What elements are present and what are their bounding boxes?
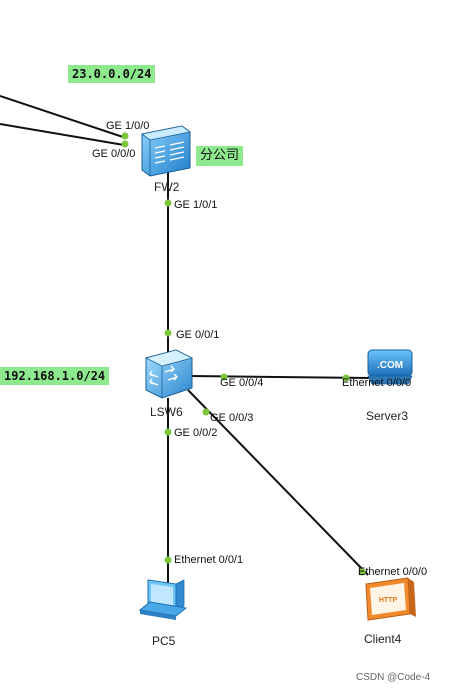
link-switch-client <box>187 389 369 576</box>
port-label-sw-ge002: GE 0/0/2 <box>174 427 218 439</box>
link-wan-upper <box>0 95 127 139</box>
device-name-fw[interactable]: FW2 <box>154 180 180 194</box>
port-dot-pc-eth <box>164 556 172 564</box>
port-dot-client-eth <box>358 568 366 576</box>
pc-icon[interactable] <box>138 579 188 620</box>
port-dot-sw-ge002 <box>164 428 172 436</box>
port-label-sw-ge003: GE 0/0/3 <box>210 412 254 424</box>
port-label-sw-ge001: GE 0/0/1 <box>176 329 220 341</box>
server-icon[interactable]: .COM <box>367 349 413 385</box>
link-switch-server <box>189 375 371 379</box>
port-dot-fw-ge000 <box>121 140 129 148</box>
device-name-pc[interactable]: PC5 <box>152 634 176 648</box>
lan-network-label: 192.168.1.0/24 <box>0 367 110 385</box>
watermark: CSDN @Code-4 <box>356 672 431 683</box>
client-icon-text: HTTP <box>379 597 398 604</box>
server-icon-text: .COM <box>377 360 403 371</box>
port-dot-sw-ge001 <box>164 329 172 337</box>
port-label-fw-ge101: GE 1/0/1 <box>174 199 218 211</box>
port-label-fw-ge000: GE 0/0/0 <box>92 148 136 160</box>
link-wan-lower <box>0 123 125 146</box>
firewall-icon[interactable] <box>141 125 191 177</box>
port-dot-sw-ge004 <box>220 373 228 381</box>
port-dot-server-eth <box>342 374 350 382</box>
switch-icon[interactable] <box>144 349 194 399</box>
port-label-server-eth: Ethernet 0/0/0 <box>342 377 412 389</box>
port-label-fw-ge100: GE 1/0/0 <box>106 120 150 132</box>
port-dot-fw-ge100 <box>121 132 129 140</box>
device-name-server[interactable]: Server3 <box>366 409 409 423</box>
branch-office-label: 分公司 <box>196 146 244 166</box>
port-dots <box>121 132 366 576</box>
port-label-sw-ge004: GE 0/0/4 <box>220 377 264 389</box>
port-label-pc-eth: Ethernet 0/0/1 <box>174 554 244 566</box>
port-label-client-eth: Ethernet 0/0/0 <box>358 566 428 578</box>
wan-network-label: 23.0.0.0/24 <box>68 65 156 83</box>
http-client-icon[interactable]: HTTP <box>365 577 416 621</box>
port-dot-sw-ge003 <box>202 408 210 416</box>
device-name-client[interactable]: Client4 <box>364 632 402 646</box>
port-dot-fw-ge101 <box>164 199 172 207</box>
device-name-switch[interactable]: LSW6 <box>150 405 183 419</box>
